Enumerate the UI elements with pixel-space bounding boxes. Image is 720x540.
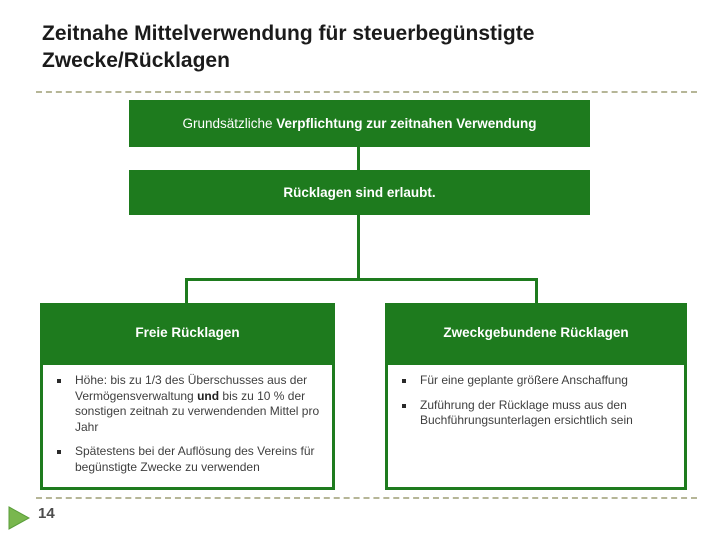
obligation-text-bold: Verpflichtung zur zeitnahen Verwendung xyxy=(276,116,537,131)
bullet-text-before: Zuführung der Rücklage muss aus den Buch… xyxy=(420,397,633,428)
page-number: 14 xyxy=(38,505,55,522)
bullet-text-before: Spätestens bei der Auflösung des Vereins… xyxy=(75,444,315,474)
page-title: Zeitnahe Mittelverwendung für steuerbegü… xyxy=(42,20,662,74)
free-reserves-body: Höhe: bis zu 1/3 des Überschusses aus de… xyxy=(40,362,335,490)
earmarked-reserves-header: Zweckgebundene Rücklagen xyxy=(385,303,687,362)
connector-branch-horizontal xyxy=(185,278,538,281)
square-bullet-icon xyxy=(402,403,406,408)
list-item: Für eine geplante größere Anschaffung xyxy=(398,373,680,389)
list-item-text: Für eine geplante größere Anschaffung xyxy=(420,373,680,389)
earmarked-reserves-header-label: Zweckgebundene Rücklagen xyxy=(443,325,629,340)
list-item-text: Zuführung der Rücklage muss aus den Buch… xyxy=(420,398,680,429)
list-item: Spätestens bei der Auflösung des Vereins… xyxy=(53,444,328,475)
flow-box-obligation: Grundsätzliche Verpflichtung zur zeitnah… xyxy=(129,100,590,147)
bullet-text-after: bis zu 10 % der sonstigen zeitnah zu ver… xyxy=(75,388,320,434)
free-reserves-header: Freie Rücklagen xyxy=(40,303,335,362)
list-item: Höhe: bis zu 1/3 des Überschusses aus de… xyxy=(53,373,328,435)
list-item-text: Höhe: bis zu 1/3 des Überschusses aus de… xyxy=(75,373,328,435)
top-divider xyxy=(36,91,697,93)
obligation-text-regular: Grundsätzliche xyxy=(182,116,277,131)
page-arrow-icon xyxy=(8,506,31,535)
flow-box-reserves-allowed: Rücklagen sind erlaubt. xyxy=(129,170,590,215)
page-title-line2: Zwecke/Rücklagen xyxy=(42,49,230,72)
connector-right-drop xyxy=(535,278,538,304)
connector-top-vertical xyxy=(357,147,360,170)
list-item-text: Spätestens bei der Auflösung des Vereins… xyxy=(75,444,328,475)
list-item: Zuführung der Rücklage muss aus den Buch… xyxy=(398,398,680,429)
bottom-divider xyxy=(36,497,697,499)
square-bullet-icon xyxy=(57,450,61,454)
bullet-text-before: Für eine geplante größere Anschaffung xyxy=(420,373,628,387)
square-bullet-icon xyxy=(402,379,406,383)
free-reserves-header-label: Freie Rücklagen xyxy=(135,325,240,340)
connector-left-drop xyxy=(185,278,188,304)
bullet-text-bold: und xyxy=(197,388,220,403)
square-bullet-icon xyxy=(57,379,61,383)
flow-box-obligation-label: Grundsätzliche Verpflichtung zur zeitnah… xyxy=(182,116,536,131)
connector-middle-vertical xyxy=(357,215,360,279)
bullet-text-before: Höhe: bis zu 1/3 des Überschusses aus de… xyxy=(75,373,308,403)
earmarked-reserves-body: Für eine geplante größere Anschaffung Zu… xyxy=(385,362,687,490)
reserves-allowed-label: Rücklagen sind erlaubt. xyxy=(283,185,436,200)
page-title-line1: Zeitnahe Mittelverwendung für steuerbegü… xyxy=(42,22,535,45)
